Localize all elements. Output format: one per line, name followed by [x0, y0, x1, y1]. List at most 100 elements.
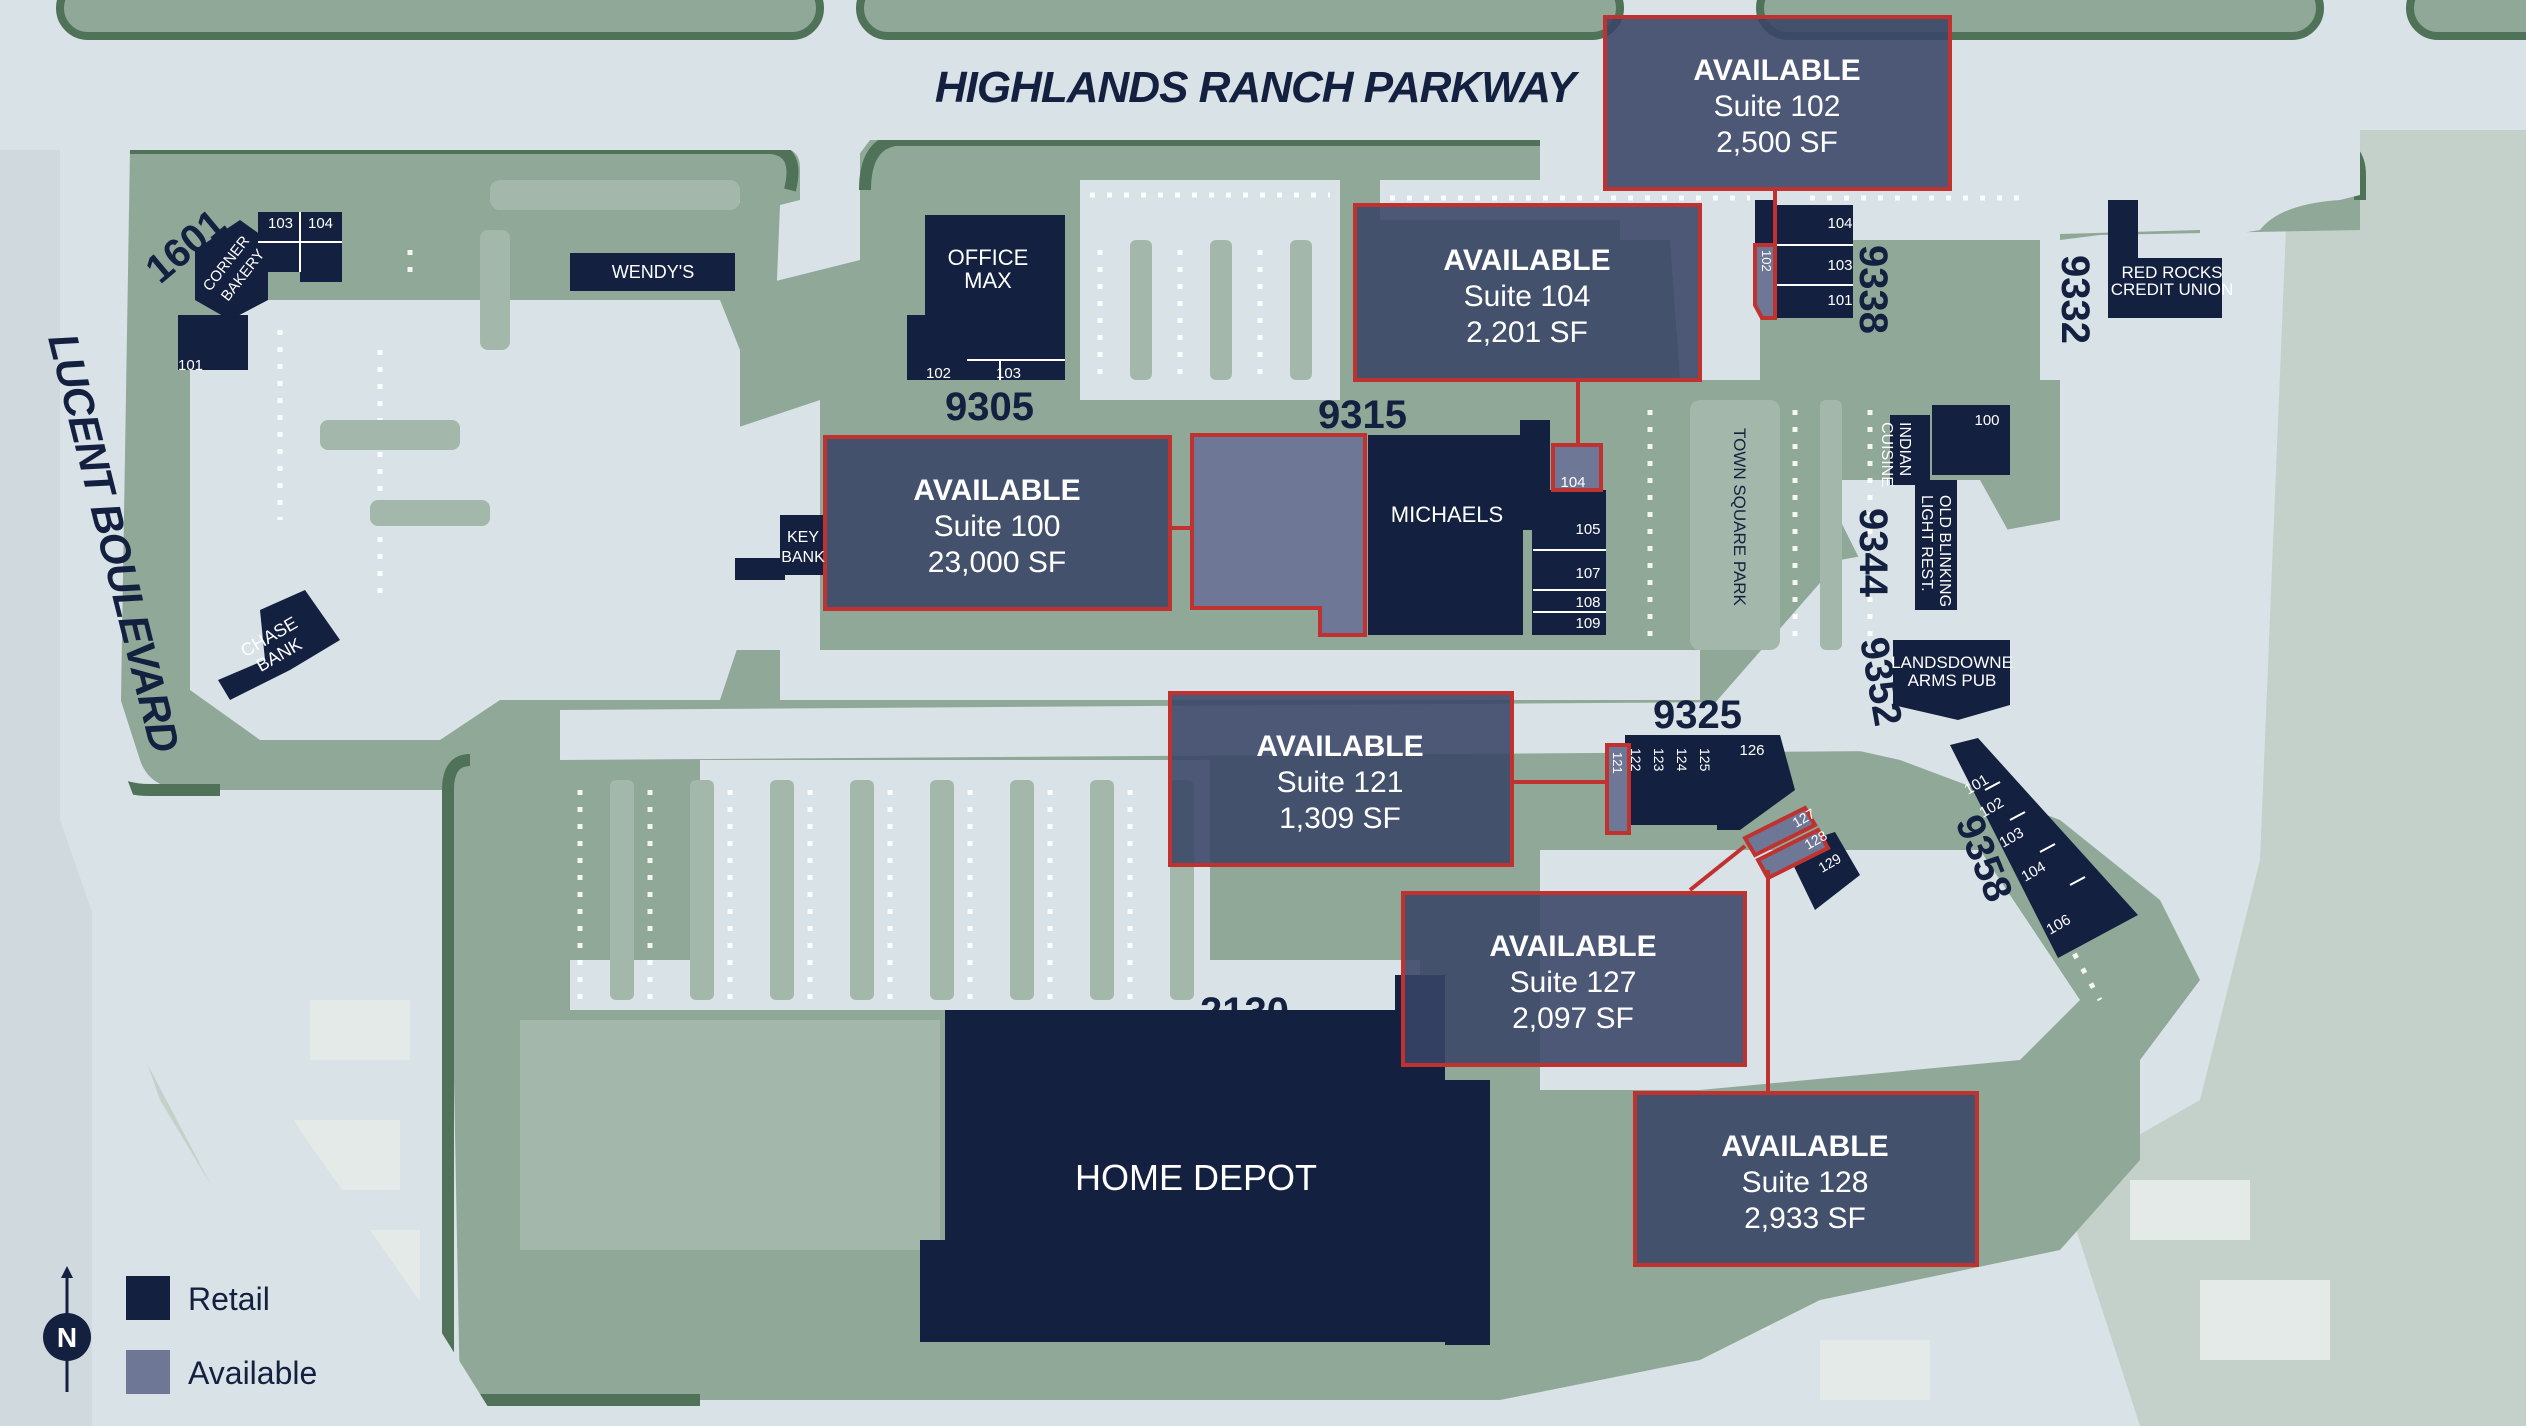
address-9332: 9332: [2053, 255, 2097, 344]
tenant-wendys: WENDY'S: [612, 262, 694, 282]
callout-suite-128: AVAILABLE Suite 128 2,933 SF: [1633, 1091, 1979, 1267]
callout-121-sf: 1,309 SF: [1279, 802, 1401, 835]
callout-suite-104: AVAILABLE Suite 104 2,201 SF: [1353, 203, 1702, 382]
legend-retail-swatch: [126, 1276, 170, 1320]
space-suite-100: [1190, 433, 1367, 637]
space-suite-127: [1742, 805, 1818, 858]
address-9344: 9344: [1851, 508, 1895, 598]
callout-127-suite: Suite 127: [1510, 966, 1637, 999]
suite-9325-123: 123: [1651, 748, 1667, 772]
tenant-office-max-2: MAX: [964, 268, 1012, 293]
suite-9315-109: 109: [1575, 615, 1600, 632]
space-suite-128: [1755, 827, 1831, 881]
callout-128-title: AVAILABLE: [1721, 1130, 1888, 1163]
suite-9305-103: 103: [996, 365, 1021, 382]
callout-suite-121: AVAILABLE Suite 121 1,309 SF: [1168, 691, 1514, 867]
suite-9315-107: 107: [1575, 565, 1600, 582]
tenant-old-blinking-1: OLD BLINKING: [1936, 495, 1953, 607]
callout-127-sf: 2,097 SF: [1512, 1002, 1634, 1035]
space-suite-121: [1605, 743, 1631, 835]
callout-128-sf: 2,933 SF: [1744, 1202, 1866, 1235]
suite-9338-101: 101: [1827, 292, 1852, 309]
suite-9338-102: 102: [1759, 250, 1774, 272]
building-1601-101: [178, 315, 248, 370]
building-9315-108: [1533, 590, 1606, 612]
suite-9338-104: 104: [1827, 215, 1852, 232]
callout-127-title: AVAILABLE: [1489, 930, 1656, 963]
suite-9338-103: 103: [1827, 257, 1852, 274]
address-2130: 2130: [1200, 990, 1289, 1034]
callout-suite-127: AVAILABLE Suite 127 2,097 SF: [1401, 891, 1747, 1067]
callout-121-suite: Suite 121: [1277, 766, 1404, 799]
legend-available-swatch: [126, 1350, 170, 1394]
building-9325-123: [1648, 735, 1671, 825]
callout-121-title: AVAILABLE: [1256, 730, 1423, 763]
callout-suite-102: AVAILABLE Suite 102 2,500 SF: [1603, 15, 1952, 191]
building-9344-100: [1932, 405, 2010, 475]
building-office-max: [907, 215, 1065, 380]
callout-102-title: AVAILABLE: [1693, 54, 1860, 87]
legend: N Retail Available: [43, 1266, 317, 1394]
suite-9325-126: 126: [1739, 742, 1764, 759]
building-chase-bank: [218, 590, 340, 700]
suite-9325-122: 122: [1628, 748, 1644, 772]
callout-104-suite: Suite 104: [1464, 280, 1591, 313]
legend-retail-label: Retail: [188, 1281, 270, 1317]
building-9315-105: [1533, 490, 1606, 550]
tenant-landsdowne-2: ARMS PUB: [1908, 671, 1997, 690]
address-9305: 9305: [945, 385, 1034, 429]
tenant-red-rocks-1: RED ROCKS: [2121, 263, 2222, 282]
building-old-blinking: [1915, 480, 1957, 610]
callout-102-suite: Suite 102: [1714, 90, 1841, 123]
available-spaces: [1190, 243, 1831, 881]
tenant-office-max-1: OFFICE: [948, 245, 1029, 270]
tenant-indian-2: CUISINE: [1878, 422, 1895, 487]
tenant-landsdowne-1: LANDSDOWNE: [1891, 653, 2013, 672]
building-red-rocks: [2108, 200, 2222, 318]
north-label: N: [57, 1322, 77, 1353]
callout-104-title: AVAILABLE: [1443, 244, 1610, 277]
tenant-key-bank-2: BANK: [781, 549, 825, 566]
suite-9315-104: 104: [1560, 474, 1585, 491]
road-highlands-ranch-parkway: HIGHLANDS RANCH PARKWAY: [935, 63, 1580, 112]
legend-available-label: Available: [188, 1355, 317, 1391]
building-9358: [1950, 738, 2138, 958]
building-landsdowne: [1893, 640, 2010, 720]
building-home-depot: [920, 975, 1490, 1345]
callout-102-sf: 2,500 SF: [1716, 126, 1838, 159]
tenant-red-rocks-2: CREDIT UNION: [2111, 280, 2233, 299]
tenant-michaels: MICHAELS: [1391, 502, 1503, 527]
suite-9315-105: 105: [1575, 521, 1600, 538]
label-town-square-park: TOWN SQUARE PARK: [1730, 428, 1749, 607]
address-9338: 9338: [1851, 245, 1895, 334]
building-1601-104: [300, 212, 342, 282]
north-compass-icon: [43, 1313, 91, 1361]
building-1601-corner-bakery: [195, 220, 268, 320]
callout-100-sf: 23,000 SF: [928, 546, 1066, 579]
building-wendys: [570, 253, 735, 291]
callout-100-title: AVAILABLE: [913, 474, 1080, 507]
suite-9344-100: 100: [1974, 412, 1999, 429]
address-9315: 9315: [1318, 393, 1407, 437]
building-9338: [1775, 205, 1853, 318]
suite-9305-102: 102: [926, 365, 951, 382]
suite-1601-103: 103: [268, 215, 293, 232]
callout-connectors: [1172, 190, 1777, 1095]
tenant-old-blinking-2: LIGHT REST.: [1918, 495, 1935, 592]
tenant-home-depot: HOME DEPOT: [1075, 1157, 1317, 1198]
space-suite-102: [1753, 243, 1777, 320]
retail-buildings: [178, 200, 2222, 1345]
callout-104-sf: 2,201 SF: [1466, 316, 1588, 349]
callout-100-suite: Suite 100: [934, 510, 1061, 543]
building-9325-124: [1671, 735, 1694, 825]
suite-1601-101: 101: [178, 357, 203, 374]
building-michaels: [1368, 435, 1523, 635]
suite-9325-121: 121: [1610, 752, 1625, 774]
building-9325-125: [1694, 735, 1717, 825]
building-indian-cuisine: [1890, 415, 1930, 485]
north-arrow-head: [61, 1266, 73, 1278]
callout-suite-100: AVAILABLE Suite 100 23,000 SF: [823, 435, 1172, 611]
building-9315-107: [1533, 550, 1606, 590]
callout-128-suite: Suite 128: [1742, 1166, 1869, 1199]
